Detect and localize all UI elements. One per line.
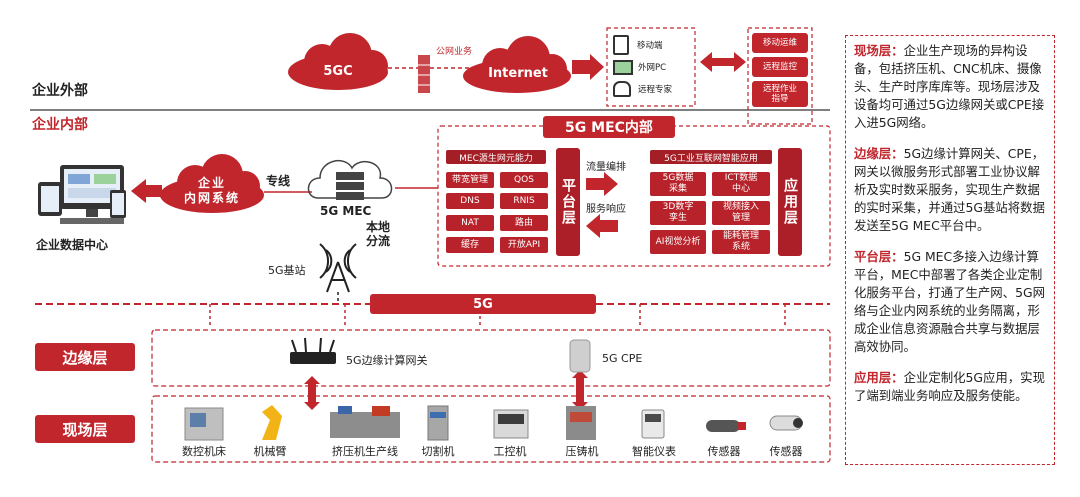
remote-device-mobile: 移动端	[613, 34, 693, 56]
capability-dns: DNS	[446, 193, 494, 209]
device-cnc: 数控机床	[182, 445, 226, 458]
helmet-icon	[613, 81, 631, 97]
router-shape	[290, 337, 336, 364]
inner-label: 企业内部	[32, 117, 88, 133]
capability-open-api: 开放API	[500, 237, 548, 253]
bar-5g: 5G	[370, 294, 596, 314]
description-panel: 现场层：企业生产现场的异构设备，包括挤压机、CNC机床、摄像头、生产时序库库等。…	[845, 35, 1055, 465]
device-sensor-1: 传感器	[707, 445, 741, 458]
remote-devices: 移动端 外网PC 远程专家	[613, 34, 693, 100]
desc-field-layer: 现场层：企业生产现场的异构设备，包括挤压机、CNC机床、摄像头、生产时序库库等。…	[854, 43, 1045, 130]
cloud-internet-shape	[463, 36, 571, 93]
desc-platform-layer: 平台层：5G MEC多接入边缘计算平台，MEC中部署了各类企业定制化服务平台，打…	[854, 249, 1045, 354]
mec-capability-title: MEC源生网元能力	[446, 150, 546, 164]
enterprise-cloud-label: 企业 内网系统	[183, 176, 240, 205]
cloud-internet-label: Internet	[488, 66, 548, 81]
dedicated-line-label: 专线	[266, 174, 291, 188]
capability-rnis: RNIS	[500, 193, 548, 209]
public-net-label: 公网业务	[436, 47, 473, 57]
mobile-icon	[613, 35, 629, 55]
field-layer-tag: 现场层	[35, 415, 135, 443]
field-devices-shapes	[184, 405, 803, 441]
device-ipc: 工控机	[493, 445, 527, 458]
app-energy-management: 能耗管理 系统	[712, 230, 770, 254]
app-ai-vision: AI视觉分析	[650, 230, 706, 254]
remote-service-monitor: 远程监控	[752, 57, 808, 77]
device-robot-arm: 机械臂	[253, 445, 287, 458]
data-center-label: 企业数据中心	[36, 238, 109, 252]
capability-bandwidth: 带宽管理	[446, 172, 494, 188]
device-cutter: 切割机	[421, 445, 455, 458]
app-ict-center: ICT数据 中心	[712, 172, 770, 196]
desc-app-layer: 应用层：企业定制化5G应用，实现了端到端业务响应及服务使能。	[854, 370, 1045, 403]
capability-nat: NAT	[446, 215, 494, 231]
remote-service-guidance: 远程作业 指导	[752, 81, 808, 107]
desc-edge-layer: 边缘层：5G边缘计算网关、CPE，网关以微服务形式部署工业协议解析及实时数采服务…	[854, 146, 1045, 233]
mec-panel-title: 5G MEC内部	[543, 116, 675, 138]
capability-qos: QOS	[500, 172, 548, 188]
remote-device-expert: 远程专家	[613, 78, 693, 100]
cloud-enterprise-shape	[160, 154, 264, 213]
tower-shape	[319, 243, 357, 293]
local-offload-label: 本地 分流	[366, 220, 391, 248]
cloud-5gc-label: 5GC	[323, 64, 353, 79]
base-station-label: 5G基站	[268, 264, 306, 277]
outer-label: 企业外部	[32, 83, 88, 99]
device-smart-meter: 智能仪表	[632, 445, 676, 458]
cpe-label: 5G CPE	[602, 352, 643, 365]
app-layer-tag: 应用层	[778, 148, 802, 256]
platform-layer-tag: 平台层	[556, 148, 580, 256]
pc-icon	[613, 59, 633, 75]
cloud-5gc-shape	[288, 33, 388, 90]
edge-gateway-label: 5G边缘计算网关	[346, 354, 428, 367]
remote-service-ops: 移动运维	[752, 33, 808, 53]
flow-arrange-label: 流量编排	[586, 162, 626, 173]
device-die-caster: 压铸机	[565, 445, 599, 458]
app-video-access: 视频接入 管理	[712, 201, 770, 225]
device-sensor-2: 传感器	[769, 445, 803, 458]
remote-device-pc: 外网PC	[613, 56, 693, 78]
app-data-collection: 5G数据 采集	[650, 172, 706, 196]
capability-cache: 缓存	[446, 237, 494, 253]
mec-app-title: 5G工业互联网智能应用	[650, 150, 772, 164]
service-response-label: 服务响应	[586, 204, 626, 215]
device-extrusion-line: 挤压机生产线	[332, 445, 398, 458]
capability-routing: 路由	[500, 215, 548, 231]
mec-server-label: 5G MEC	[320, 204, 372, 218]
app-digital-twin: 3D数字 孪生	[650, 201, 706, 225]
data-center-shape	[38, 165, 126, 224]
edge-layer-tag: 边缘层	[35, 343, 135, 371]
